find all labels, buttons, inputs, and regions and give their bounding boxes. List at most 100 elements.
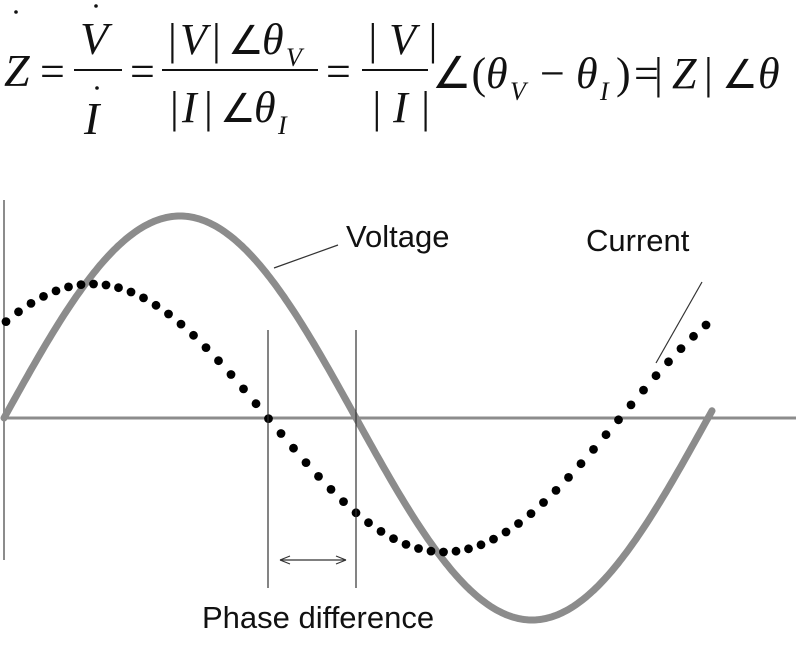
z-dot [14,10,18,14]
angle-open-paren: ∠( [432,49,486,98]
current-dot [526,509,536,518]
current-dot [639,385,648,395]
current-dot [314,472,323,481]
num2-subscript: V [286,43,305,72]
current-dot [339,497,348,506]
phase-difference-label: Phase difference [202,600,434,635]
theta-i-subscript: I [599,77,610,106]
current-dot [426,546,436,556]
current-dot [626,400,636,410]
current-dot [64,282,73,292]
den2-i: I [181,83,199,132]
impedance-equation: Z = V I = | V | ∠ θ V | I | ∠ θ I = | V … [4,4,780,144]
current-dot [514,519,523,528]
current-dot [14,307,23,317]
final-bar-left: | [654,49,663,98]
fraction3-denominator: | I | [370,83,431,132]
equals-sign-4: = [634,49,659,98]
current-dot [326,485,336,494]
num2-v: V [180,15,212,64]
num2-bar-left: | [168,15,177,64]
current-curve [1,279,711,557]
fraction1-denominator: I [83,93,102,144]
current-dot [76,280,86,289]
equals-sign-3: = [326,47,351,96]
current-dot [276,429,286,438]
current-dot [226,370,236,379]
den2-angle: ∠ [220,86,256,131]
current-dot [389,534,398,543]
minus-sign: − [540,49,565,98]
voltage-label: Voltage [346,219,449,254]
close-paren: ) [616,49,631,98]
current-dot [89,279,98,289]
theta-v: θ [486,49,508,98]
den2-subscript: I [277,111,288,140]
current-dot [476,540,486,550]
equals-sign-1: = [40,47,65,96]
current-dot [501,527,511,537]
current-dot [201,343,211,352]
current-dot [139,293,148,303]
current-label: Current [586,223,690,258]
phase-difference-arrow [279,555,347,565]
voltage-curve [0,212,716,624]
num2-bar-right: | [212,15,221,64]
den2-bar-left: | [170,83,179,132]
den2-bar-right: | [204,83,213,132]
current-dot [39,292,48,301]
current-dot [614,415,623,425]
current-dot [401,540,411,549]
current-dot [251,399,261,409]
theta-i: θ [576,49,598,98]
current-dot [364,518,373,528]
current-dot [651,371,661,381]
current-dot [551,486,561,495]
current-dot [189,330,198,340]
current-dot [151,300,161,310]
current-dot [701,320,711,330]
v-dot [94,4,98,8]
final-z: Z [672,49,697,98]
current-dot [114,283,123,293]
current-dot [464,544,473,554]
current-dot [601,430,611,440]
current-dot [26,299,36,308]
current-dot [126,287,136,297]
theta-v-subscript: V [510,77,529,106]
current-dot [239,384,248,394]
current-dot [176,319,186,329]
final-angle: ∠ [722,52,758,97]
fraction1-numerator: V [80,13,113,64]
current-dot [214,356,223,366]
z-symbol: Z [4,45,30,96]
current-leader-line [655,281,703,364]
i-dot [95,86,99,90]
current-dot [1,317,11,326]
current-dot [689,331,698,341]
current-dot [301,458,311,467]
current-dot [164,309,173,319]
current-dot [489,534,498,544]
num2-angle: ∠ [228,18,264,63]
current-dot [564,473,573,482]
current-dot [539,498,548,507]
current-dot [589,445,598,454]
den2-theta: θ [254,83,276,132]
current-dot [376,527,386,536]
current-dot [664,357,673,367]
current-dot [439,547,448,557]
current-dot [414,544,423,553]
current-dot [451,546,461,556]
voltage-leader-line [273,244,339,269]
num2-theta: θ [262,15,284,64]
current-dot [51,286,61,296]
equals-sign-2: = [130,47,155,96]
current-dot [101,280,111,290]
final-bar-right: | [704,49,713,98]
current-dot [676,344,686,353]
current-dot [289,443,298,453]
current-dot [576,459,586,469]
fraction3-numerator: | V | [366,15,438,64]
